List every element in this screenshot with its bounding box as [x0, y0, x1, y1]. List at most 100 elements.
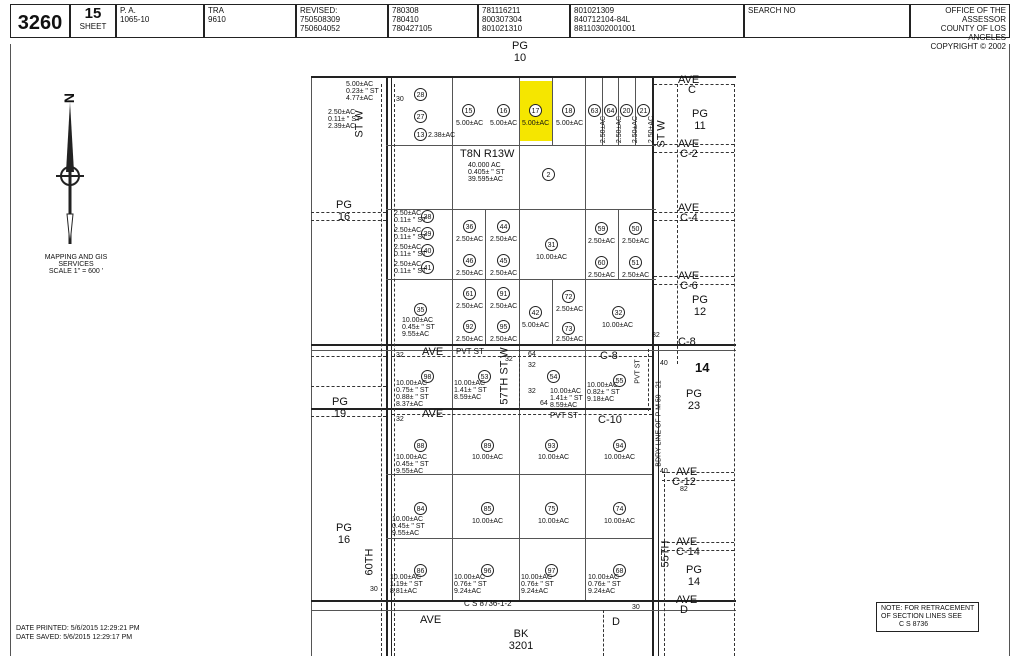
- pvt-st-label: PVT ST: [456, 347, 484, 356]
- revision-col-4: 780308 780410 780427105: [388, 4, 478, 38]
- parcel-acreage: 2.50±AC: [456, 303, 484, 310]
- pg-number: 12: [693, 306, 707, 318]
- pg-text: PG: [336, 522, 352, 534]
- pg-number: 23: [687, 400, 701, 412]
- parcel-number: 91: [497, 287, 510, 300]
- parcel-acreage: 10.00±AC: [472, 454, 504, 461]
- road-line: [311, 356, 386, 357]
- acreage-line: 0.11± " ST: [394, 251, 427, 258]
- parcel-number: 41: [421, 261, 434, 274]
- parcel-number: 85: [481, 502, 494, 515]
- parcel-number: 51: [629, 256, 642, 269]
- parcel-number: 15: [462, 104, 475, 117]
- parcel-number: 96: [481, 564, 494, 577]
- adjacent-page-number: 14: [695, 360, 710, 375]
- parcel-acreage: 10.00±AC: [604, 518, 636, 525]
- lot-line: [552, 76, 553, 146]
- retracement-note: NOTE: FOR RETRACEMENT OF SECTION LINES S…: [876, 602, 980, 632]
- road-line: [654, 276, 734, 277]
- parcel-number: 59: [595, 222, 608, 235]
- street-line: [386, 76, 388, 656]
- pg-text: PG: [336, 199, 352, 211]
- parcel-acreage: 10.00±AC: [602, 322, 634, 329]
- acreage-line: 2.50±AC: [394, 227, 422, 234]
- parcel-number: 72: [562, 290, 575, 303]
- acreage-line: 0.76± " ST: [454, 581, 487, 588]
- lot-line: [386, 538, 652, 539]
- parcel-number: 36: [463, 220, 476, 233]
- parcel-number: 20: [620, 104, 633, 117]
- acreage-line: 10.00±AC: [402, 317, 434, 324]
- street-label: AVE: [678, 74, 700, 86]
- pg-number: 19: [333, 408, 347, 420]
- street-line: [311, 350, 736, 351]
- parcel-number: 97: [545, 564, 558, 577]
- dimension: 32: [396, 416, 404, 423]
- street-label: C: [688, 84, 696, 96]
- parcel-acreage: 2.50±AC: [456, 336, 484, 343]
- acreage-line: 9.24±AC: [588, 588, 616, 595]
- pvt-st-line: [519, 349, 520, 411]
- acreage-line: 0.75± " ST: [396, 387, 429, 394]
- street-label: AVE: [678, 202, 700, 214]
- road-line: [654, 212, 734, 213]
- parcel-number: 46: [463, 254, 476, 267]
- acreage-line: 5.00±AC: [346, 81, 374, 88]
- lot-line: [386, 145, 656, 146]
- lot-line: [519, 76, 520, 600]
- parcel-acreage: 10.00±AC: [536, 254, 568, 261]
- acreage-line: 8.59±AC: [550, 402, 578, 409]
- legend-line: SERVICES: [58, 261, 94, 268]
- acreage-line: 0.405± " ST: [468, 169, 505, 176]
- dimension: 40: [660, 468, 668, 475]
- parcel-number: 55: [613, 374, 626, 387]
- pg-number: 3201: [508, 640, 534, 652]
- parcel-number: 86: [414, 564, 427, 577]
- revision-entry: 781116211: [482, 6, 521, 15]
- acreage-line: 0.45± " ST: [392, 523, 425, 530]
- parcel-number: 94: [613, 439, 626, 452]
- revision-col-6: 801021309 840712104-84L 88110302001001: [570, 4, 744, 38]
- parcel-number: 95: [497, 320, 510, 333]
- street-line: [652, 76, 654, 656]
- parcel-number: 60: [595, 256, 608, 269]
- street-label: D: [680, 604, 688, 616]
- acreage-line: 9.55±AC: [396, 468, 424, 475]
- street-line: [311, 344, 736, 346]
- parcel-number: 68: [613, 564, 626, 577]
- acreage-line: 10.00±AC: [454, 574, 486, 581]
- office-line: COUNTY OF LOS ANGELES: [940, 24, 1006, 42]
- street-line: [311, 610, 736, 611]
- street-line: [311, 408, 651, 410]
- parcel-number: 44: [497, 220, 510, 233]
- parcel-map: N MAPPING AND GIS SERVICES SCALE 1" = 60…: [0, 40, 1020, 660]
- revised-2: 750604052: [300, 24, 341, 33]
- parcel-number: 2: [542, 168, 555, 181]
- dimension: 64: [540, 400, 548, 407]
- survey-label: C S 8736-1-2: [464, 599, 512, 608]
- pa-value: 1065-10: [120, 15, 150, 24]
- street-label: C-4: [680, 212, 698, 224]
- township-label: T8N R13W: [460, 148, 515, 160]
- dimension: 32: [396, 352, 404, 359]
- parcel-acreage: 2.50±AC: [556, 306, 584, 313]
- sheet-label: SHEET: [79, 22, 107, 31]
- revised-1: 750508309: [300, 15, 341, 24]
- revision-entry: 780410: [392, 15, 419, 24]
- parcel-number: 28: [414, 88, 427, 101]
- lot-line: [485, 209, 486, 344]
- road-line: [734, 84, 735, 656]
- parcel-acreage: 10.00±AC: [538, 518, 570, 525]
- street-label: C-14: [676, 546, 700, 558]
- parcel-number: 17: [529, 104, 542, 117]
- parcel-number: 73: [562, 322, 575, 335]
